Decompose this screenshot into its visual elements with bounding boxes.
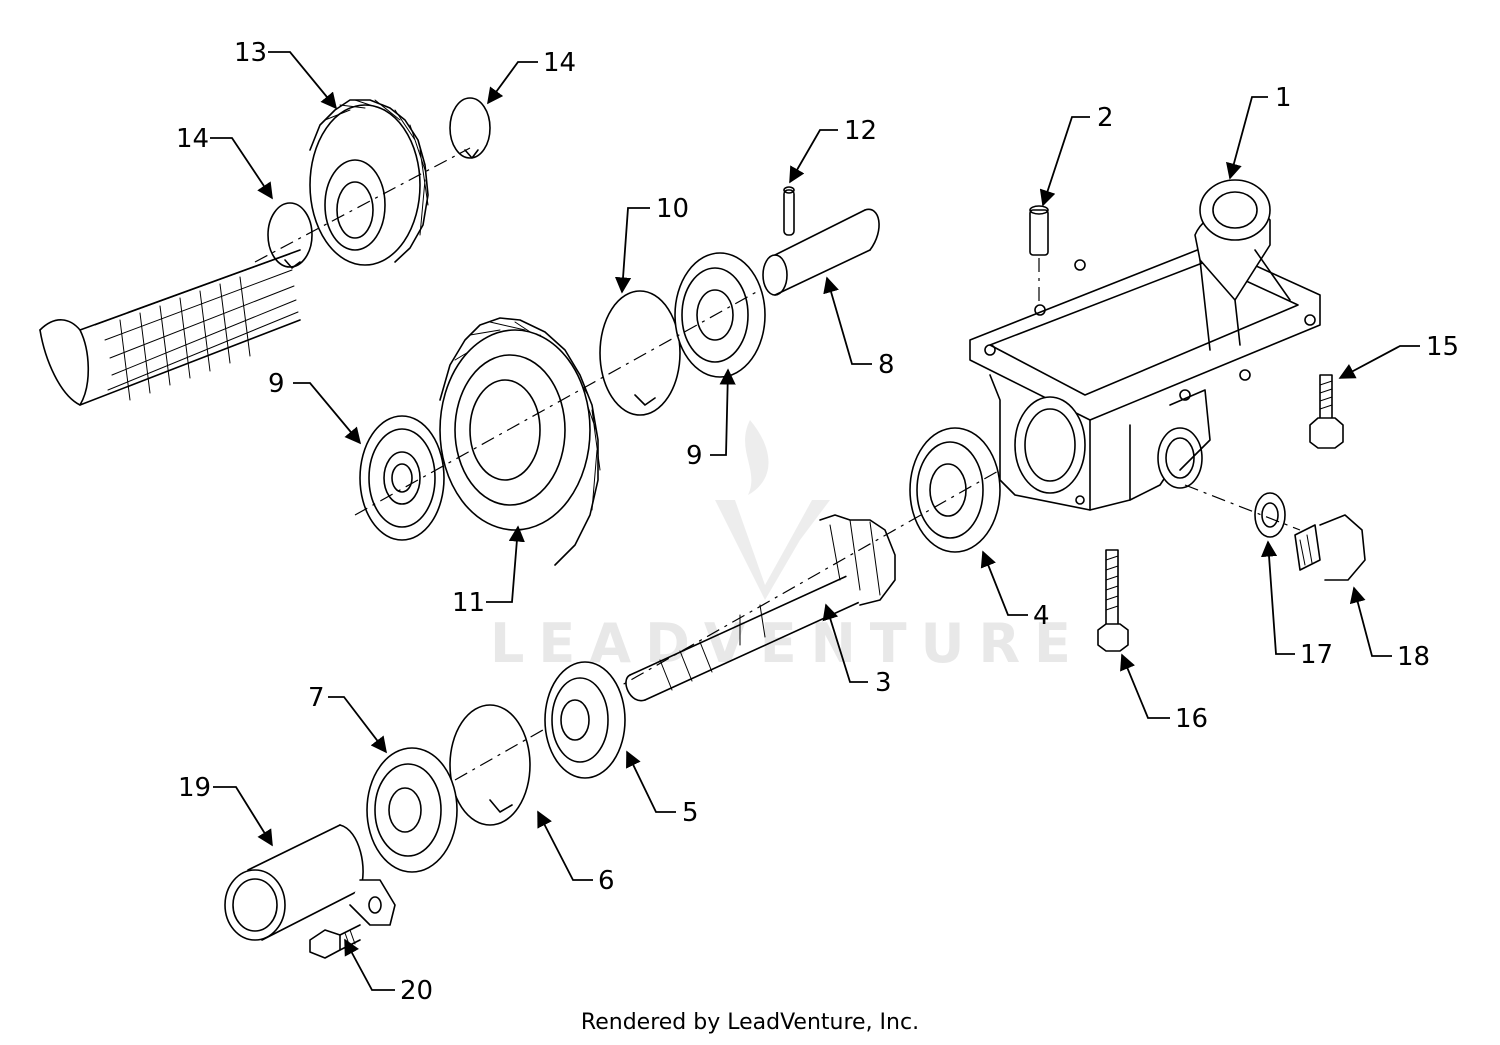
callout-label-11: 11	[452, 588, 485, 618]
bearing-9-left	[359, 415, 445, 541]
callout-label-2: 2	[1097, 103, 1114, 133]
callout-17: 17	[1260, 540, 1333, 670]
callout-label-9-left: 9	[268, 369, 285, 399]
callout-label-8: 8	[878, 350, 895, 380]
bolt-20	[309, 924, 361, 959]
callout-label-14-right: 14	[543, 48, 576, 78]
callout-label-12: 12	[844, 116, 877, 146]
washer-17	[1254, 492, 1286, 538]
callout-18: 18	[1349, 586, 1430, 672]
callout-label-15: 15	[1426, 332, 1459, 362]
axis-plug	[1184, 484, 1301, 531]
callout-1: 1	[1226, 83, 1292, 180]
callout-label-18: 18	[1397, 642, 1430, 672]
callout-9-left: 9	[268, 369, 362, 445]
callout-label-10: 10	[656, 194, 689, 224]
bearing-5	[544, 661, 626, 779]
gearbox-housing-1	[969, 179, 1321, 511]
callout-label-20: 20	[400, 976, 433, 1006]
callout-19: 19	[178, 773, 273, 847]
axis-middle	[354, 289, 761, 516]
callout-5: 5	[626, 750, 699, 828]
gear-11	[439, 317, 601, 566]
axis-lower	[454, 469, 1001, 781]
callout-7: 7	[308, 683, 387, 754]
callout-14-right: 14	[487, 48, 576, 105]
pinion-shaft-3	[625, 514, 896, 702]
callout-12: 12	[789, 116, 877, 184]
callout-11: 11	[452, 525, 525, 618]
callout-label-14-left: 14	[176, 124, 209, 154]
axis-upper	[254, 147, 471, 263]
callout-label-6: 6	[598, 866, 615, 896]
snap-ring-10	[599, 290, 681, 416]
roll-pin-12	[783, 186, 795, 236]
callout-label-9-right: 9	[686, 441, 703, 471]
bolt-16	[1097, 549, 1129, 652]
snap-ring-14-right	[449, 97, 491, 159]
gear-13	[309, 99, 429, 266]
callout-9-right: 9	[686, 368, 736, 471]
callout-13: 13	[234, 38, 338, 110]
footer-credit: Rendered by LeadVenture, Inc.	[580, 1010, 920, 1035]
bolt-15	[1309, 374, 1344, 449]
callout-20: 20	[344, 938, 433, 1006]
callout-label-7: 7	[308, 683, 325, 713]
callout-label-16: 16	[1175, 704, 1208, 734]
callout-8: 8	[823, 276, 895, 380]
callout-15: 15	[1338, 332, 1459, 379]
callout-label-4: 4	[1033, 601, 1050, 631]
callout-label-13: 13	[234, 38, 267, 68]
drain-plug-18	[1294, 514, 1366, 581]
bearing-4	[909, 427, 1001, 553]
callout-label-3: 3	[875, 668, 892, 698]
callout-label-1: 1	[1275, 83, 1292, 113]
callout-3: 3	[822, 603, 892, 698]
callout-10: 10	[614, 194, 689, 294]
bearing-7	[366, 747, 458, 873]
callout-16: 16	[1120, 653, 1208, 734]
callout-2: 2	[1039, 103, 1114, 207]
bearing-9-right	[674, 252, 766, 378]
shaft-8	[762, 208, 880, 296]
callout-label-19: 19	[178, 773, 211, 803]
snap-ring-14-left	[267, 202, 313, 269]
snap-ring-6	[449, 704, 531, 826]
callout-label-5: 5	[682, 798, 699, 828]
dowel-pin-2	[1029, 205, 1049, 256]
callout-4: 4	[980, 550, 1050, 631]
splined-shaft-upper	[39, 249, 301, 406]
callout-6: 6	[537, 810, 615, 896]
callout-label-17: 17	[1300, 640, 1333, 670]
sleeve-19	[224, 824, 396, 941]
callout-14-left: 14	[176, 124, 273, 200]
